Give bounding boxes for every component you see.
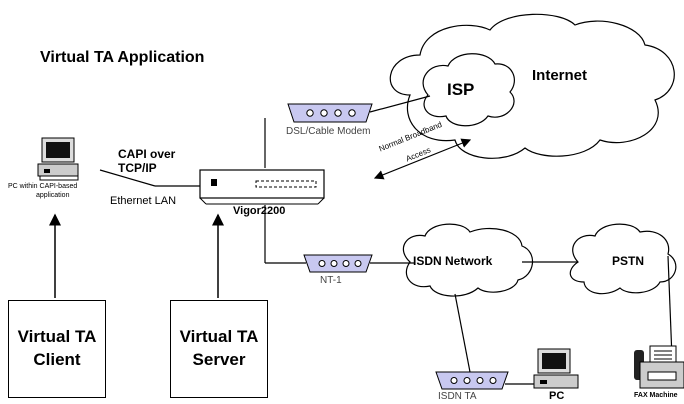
pstn-label: PSTN (612, 254, 645, 268)
fax-label: FAX Machine (634, 392, 678, 399)
capi-label-2: TCP/IP (118, 161, 157, 175)
capi-label-1: CAPI over (118, 147, 176, 161)
isdn-ta-label: ISDN TA (438, 391, 477, 402)
server-box-line1: Virtual TA (179, 327, 259, 347)
isdn-cloud (403, 223, 533, 297)
broadband-arrow (373, 138, 472, 180)
dsl-modem-icon (287, 103, 373, 123)
nt1-label: NT-1 (320, 275, 342, 286)
pc-icon (533, 348, 579, 389)
pstn-cloud (569, 223, 677, 295)
capi-pc-label-1: PC within CAPI-based (8, 183, 78, 190)
client-box-line1: Virtual TA (17, 327, 97, 347)
capi-pc-icon (37, 137, 79, 181)
nt1-icon (303, 254, 373, 273)
capi-pc-label-2: application (36, 192, 70, 199)
connection-lines (99, 95, 673, 385)
fax-machine-icon (634, 345, 684, 389)
virtual-ta-server-box: Virtual TA Server (170, 300, 268, 398)
isdn-network-label: ISDN Network (413, 254, 493, 268)
router-label: Vigor2200 (233, 205, 286, 217)
router-icon (199, 169, 325, 205)
virtual-ta-client-box: Virtual TA Client (8, 300, 106, 398)
pc-label: PC (549, 390, 565, 402)
client-box-line2: Client (33, 350, 81, 369)
isdn-ta-icon (435, 371, 509, 390)
ethernet-lan-label: Ethernet LAN (110, 195, 177, 207)
diagram-title: Virtual TA Application (40, 49, 205, 66)
server-box-line2: Server (192, 350, 246, 369)
dsl-modem-label: DSL/Cable Modem (286, 126, 371, 137)
isp-label: ISP (447, 80, 475, 99)
isp-cloud (422, 53, 515, 127)
internet-label: Internet (532, 67, 588, 84)
